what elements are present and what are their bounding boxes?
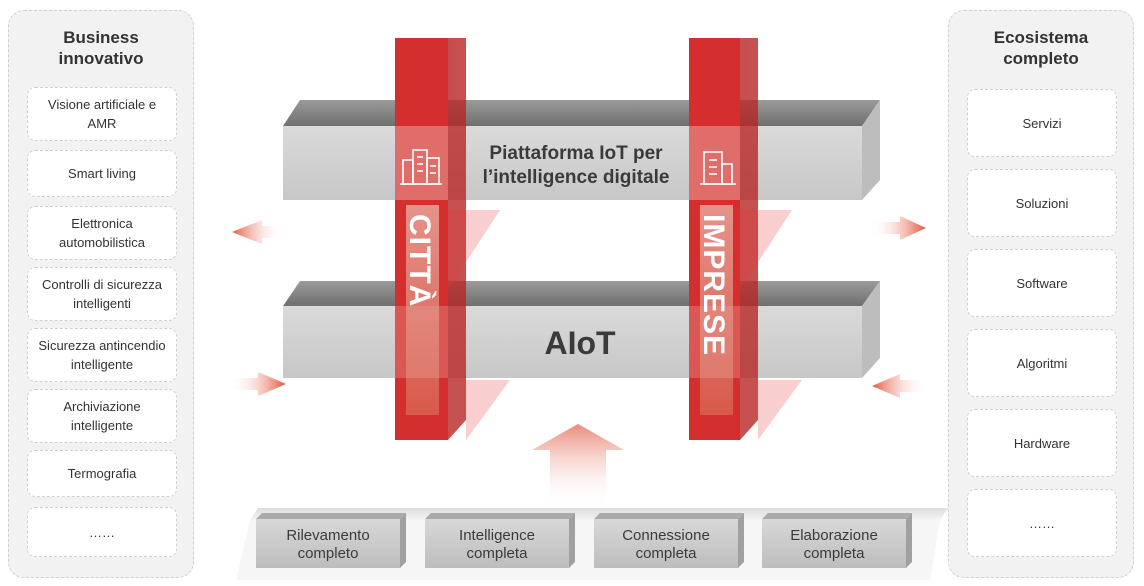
left-item-computer-vision: Visione artificiale e AMR — [27, 87, 177, 141]
arrow-out-left-top — [232, 220, 282, 244]
left-item-automotive: Elettronica automobilistica — [27, 206, 177, 260]
left-item-storage: Archiviazione intelligente — [27, 389, 177, 443]
left-panel-title: Business innovativo — [58, 28, 144, 68]
left-item-smart-living: Smart living — [27, 150, 177, 197]
right-item-more: …… — [967, 489, 1117, 557]
left-item-fire-safety: Sicurezza antincendio intelligente — [27, 328, 177, 382]
bottom-card-shapes — [256, 513, 912, 568]
arrow-up-center — [532, 424, 624, 508]
right-panel-title: Ecosistema completo — [993, 28, 1089, 68]
left-item-more: …… — [27, 507, 177, 557]
bottom-card-connection: Connessione completa — [622, 527, 710, 562]
right-item-solutions: Soluzioni — [967, 169, 1117, 237]
bottom-card-sensing: Rilevamento completo — [286, 527, 370, 562]
left-panel: Business innovativo Visione artificiale … — [8, 10, 194, 578]
bottom-platform-label: AIoT — [544, 325, 616, 361]
right-item-services: Servizi — [967, 89, 1117, 157]
top-platform-label: Piattaforma IoT per l’intelligence digit… — [482, 143, 670, 188]
bottom-card-processing: Elaborazione completa — [790, 527, 878, 562]
office-building-icon — [700, 151, 736, 185]
right-item-algorithms: Algoritmi — [967, 329, 1117, 397]
city-buildings-icon — [400, 149, 442, 185]
left-item-security-controls: Controlli di sicurezza intelligenti — [27, 267, 177, 321]
arrow-in-left-bottom — [230, 372, 286, 396]
right-panel: Ecosistema completo Servizi Soluzioni So… — [948, 10, 1134, 578]
arrow-out-right-top — [870, 216, 926, 240]
left-pillar-label: CITTÀ — [403, 214, 436, 308]
right-pillar-label: IMPRESE — [697, 214, 730, 357]
right-item-software: Software — [967, 249, 1117, 317]
left-item-thermography: Termografia — [27, 450, 177, 497]
arrow-in-right-bottom — [872, 374, 926, 398]
bottom-card-intelligence: Intelligence completa — [459, 527, 535, 562]
right-item-hardware: Hardware — [967, 409, 1117, 477]
